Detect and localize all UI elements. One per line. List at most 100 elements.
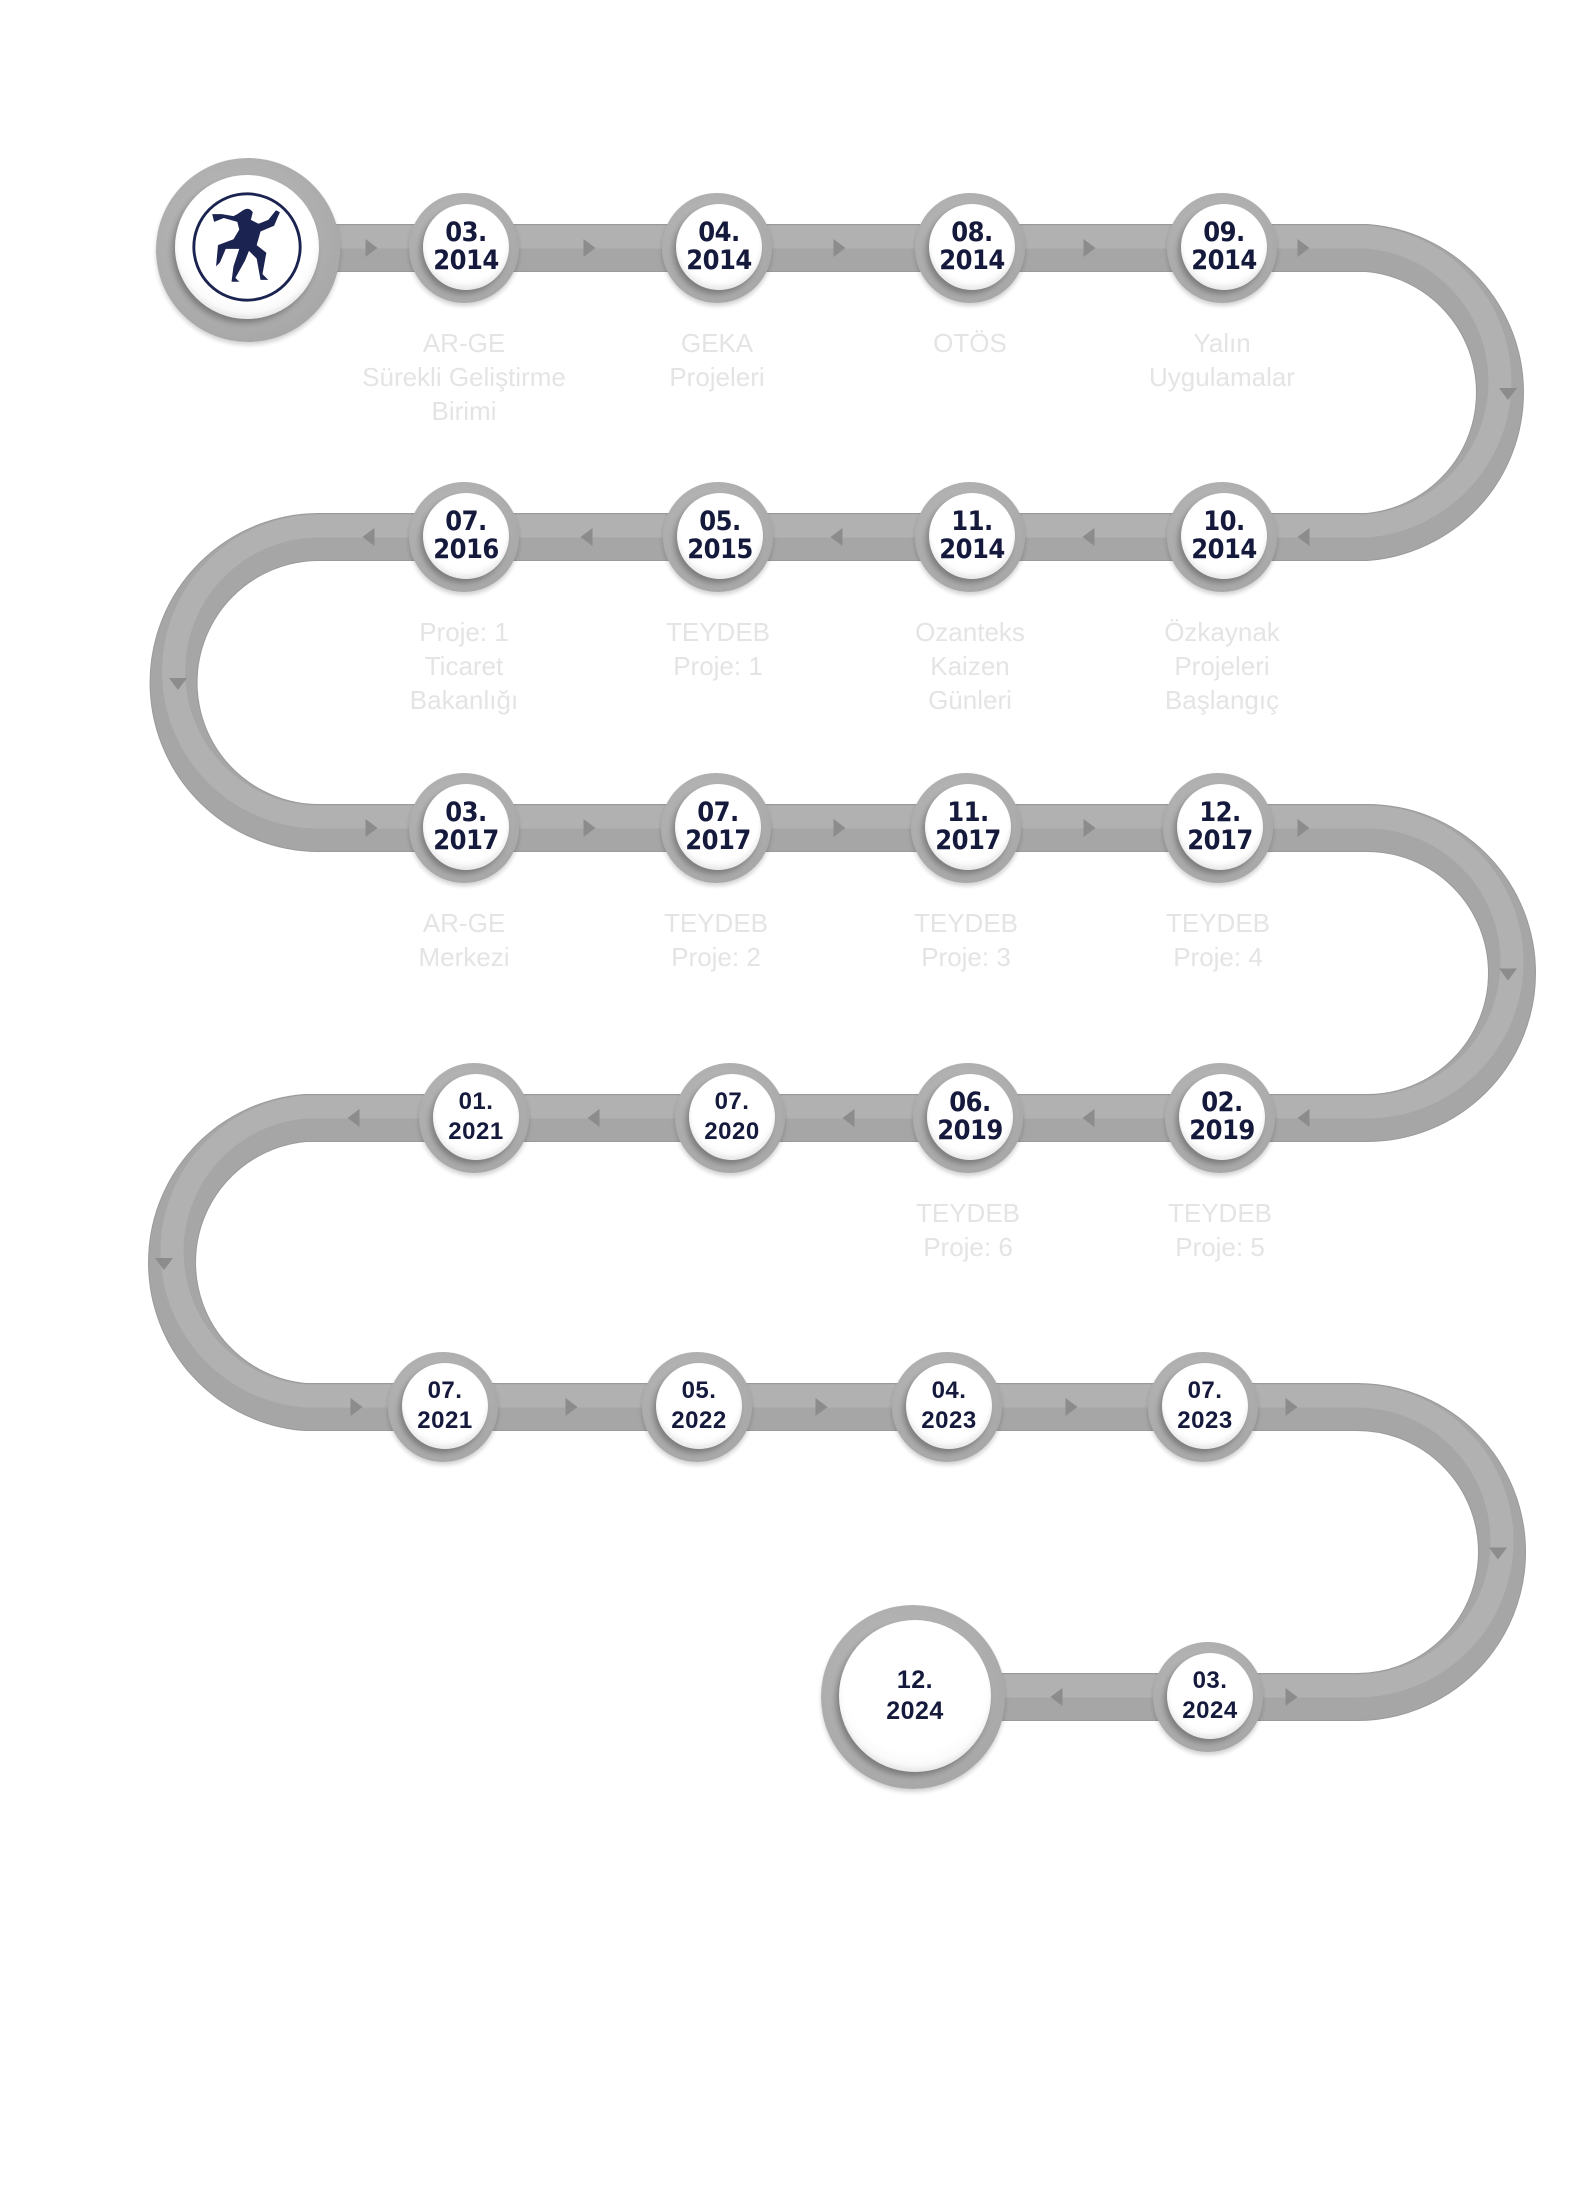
milestone-year: 2019 xyxy=(937,1115,1003,1146)
milestone-node: 05.2022 xyxy=(642,1352,752,1462)
milestone-label-line: Proje: 3 xyxy=(921,942,1011,972)
milestone-year: 2014 xyxy=(939,245,1005,276)
milestone-node: 10.2014 xyxy=(1167,482,1277,592)
direction-arrow-icon xyxy=(1083,239,1096,257)
milestone-label-line: TEYDEB xyxy=(1167,1198,1273,1228)
milestone-date: 07.2020 xyxy=(689,1074,775,1160)
milestone-date: 11.2017 xyxy=(925,784,1011,870)
direction-arrow-icon xyxy=(833,819,846,837)
milestone-month: 04. xyxy=(931,1377,967,1404)
milestone-label-line: TEYDEB xyxy=(913,908,1019,938)
direction-arrow-icon xyxy=(1499,968,1517,981)
milestone-year: 2015 xyxy=(687,534,753,565)
milestone-node: 07.2021 xyxy=(388,1352,498,1462)
milestone-year: 2014 xyxy=(1191,534,1257,565)
milestone-node: 12.2024 xyxy=(821,1605,1005,1789)
direction-arrow-icon xyxy=(830,528,843,546)
milestone-node: 07.2020 xyxy=(675,1063,785,1173)
milestone-month: 12. xyxy=(896,1665,934,1694)
milestone-month: 11. xyxy=(947,797,989,829)
milestone-date: 05.2015 xyxy=(677,493,763,579)
milestone-date: 07.2021 xyxy=(402,1363,488,1449)
milestone-year: 2023 xyxy=(1177,1407,1233,1434)
milestone-node: 03.2014 xyxy=(409,193,519,303)
milestone-label-line: Proje: 2 xyxy=(671,942,761,972)
milestone-label-line: Proje: 1 xyxy=(419,617,509,647)
track-highlight xyxy=(160,225,1524,1698)
direction-arrow-icon xyxy=(1082,528,1095,546)
milestone-label-line: Başlangıç xyxy=(1164,685,1280,715)
direction-arrow-icon xyxy=(833,239,846,257)
milestone-month: 03. xyxy=(445,217,487,249)
milestone-month: 02. xyxy=(1201,1087,1243,1119)
direction-arrow-icon xyxy=(1489,1547,1507,1560)
milestone-node: 12.2017 xyxy=(1163,773,1273,883)
milestone-date: 02.2019 xyxy=(1179,1074,1265,1160)
milestone-month: 07. xyxy=(697,797,739,829)
milestone-month: 10. xyxy=(1203,506,1245,538)
milestone-label-line: Projeleri xyxy=(1174,651,1270,681)
milestone-label-line: AR-GE xyxy=(422,908,506,938)
milestone-year: 2014 xyxy=(686,245,752,276)
milestone-label-line: Sürekli Geliştirme xyxy=(362,362,566,392)
milestone-month: 09. xyxy=(1203,217,1245,249)
milestone-label: OTÖS xyxy=(850,326,1090,360)
milestone-month: 12. xyxy=(1199,797,1241,829)
milestone-month: 03. xyxy=(1192,1667,1228,1694)
milestone-month: 07. xyxy=(445,506,487,538)
milestone-date: 12.2024 xyxy=(839,1620,991,1772)
milestone-label-line: TEYDEB xyxy=(665,617,771,647)
milestone-date: 12.2017 xyxy=(1177,784,1263,870)
milestone-month: 05. xyxy=(699,506,741,538)
direction-arrow-icon xyxy=(1297,819,1310,837)
direction-arrow-icon xyxy=(155,1258,173,1270)
logo-face xyxy=(175,175,319,319)
milestone-year: 2019 xyxy=(1189,1115,1255,1146)
milestone-label: GEKA Projeleri xyxy=(597,326,837,394)
milestone-year: 2017 xyxy=(935,825,1001,856)
direction-arrow-icon xyxy=(587,1109,600,1127)
milestone-node: 03. 2024 xyxy=(1153,1642,1263,1752)
direction-arrow-icon xyxy=(580,528,593,546)
milestone-label-line: Proje: 4 xyxy=(1173,942,1263,972)
milestone-label-line: GEKA xyxy=(680,328,754,358)
milestone-date: 07. 2023 xyxy=(1162,1363,1248,1449)
milestone-date: 07.2016 xyxy=(423,493,509,579)
milestone-date: 04.2014 xyxy=(676,204,762,290)
milestone-node: 07.2017 xyxy=(661,773,771,883)
milestone-month: 11. xyxy=(951,506,993,538)
direction-arrow-icon xyxy=(1050,1688,1063,1706)
milestone-label-line: Projeleri xyxy=(669,362,765,392)
milestone-label-line: Ticaret xyxy=(424,651,504,681)
milestone-month: 04. xyxy=(698,217,740,249)
milestone-month: 08. xyxy=(951,217,993,249)
milestone-label-line: Uygulamalar xyxy=(1149,362,1295,392)
direction-arrow-icon xyxy=(362,528,375,546)
milestone-node: 07.2016 xyxy=(409,482,519,592)
milestone-year: 2017 xyxy=(433,825,499,856)
direction-arrow-icon xyxy=(842,1109,855,1127)
direction-arrow-icon xyxy=(1285,1688,1298,1706)
logo-badge xyxy=(156,158,340,342)
milestone-node: 11.2014 xyxy=(915,482,1025,592)
direction-arrow-icon xyxy=(1082,1109,1095,1127)
milestone-year: 2017 xyxy=(1187,825,1253,856)
milestone-year: 2024 xyxy=(1182,1697,1238,1724)
milestone-year: 2014 xyxy=(1191,245,1257,276)
milestone-year: 2020 xyxy=(704,1118,760,1145)
milestone-label: TEYDEB Proje: 3 xyxy=(846,906,1086,974)
milestone-label-line: Birimi xyxy=(431,396,497,426)
milestone-node: 02.2019 xyxy=(1165,1063,1275,1173)
milestone-label-line: Kaizen xyxy=(930,651,1010,681)
milestone-node: 09.2014 xyxy=(1167,193,1277,303)
direction-arrow-icon xyxy=(815,1398,828,1416)
milestone-month: 07. xyxy=(1187,1377,1223,1404)
